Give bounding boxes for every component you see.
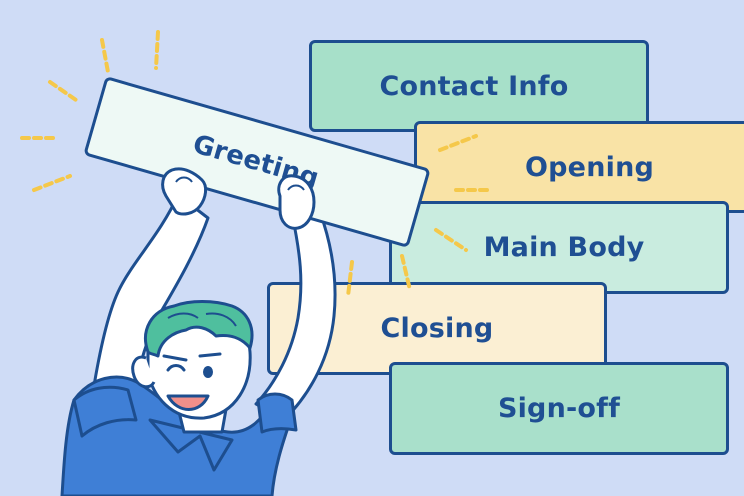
contact-info-label: Contact Info bbox=[379, 70, 569, 102]
sign-off-label: Sign-off bbox=[497, 393, 621, 424]
sign-off-card: Sign-off bbox=[389, 362, 729, 455]
main-body-label: Main Body bbox=[483, 232, 645, 263]
opening-label: Opening bbox=[525, 151, 655, 183]
contact-info-card: Contact Info bbox=[309, 40, 649, 132]
closing-label: Closing bbox=[380, 313, 494, 344]
